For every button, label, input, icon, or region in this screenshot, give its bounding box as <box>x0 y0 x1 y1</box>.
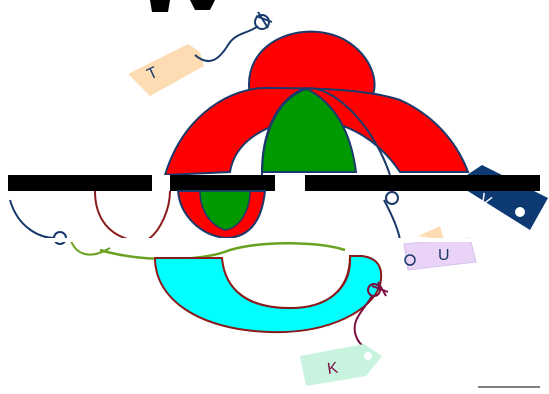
band-gap <box>152 175 170 191</box>
black-band <box>8 175 540 191</box>
white-stripe <box>0 238 549 242</box>
string-left <box>10 200 55 238</box>
tag-U: U <box>404 226 476 270</box>
string-T <box>195 26 258 61</box>
top-black-shape <box>190 0 215 10</box>
olive-arc <box>100 243 345 259</box>
top-black-shape <box>150 0 170 12</box>
tag-V: V <box>455 165 548 230</box>
pin-icon <box>386 192 398 204</box>
band-gap <box>275 175 305 191</box>
tag-U-label: U <box>438 247 450 264</box>
pin-icon <box>255 12 272 29</box>
string-right <box>384 200 400 240</box>
white-left-loop <box>95 191 170 241</box>
tag-K: K <box>300 344 382 386</box>
tag-T: T <box>128 26 258 96</box>
red-set-top <box>249 32 375 96</box>
